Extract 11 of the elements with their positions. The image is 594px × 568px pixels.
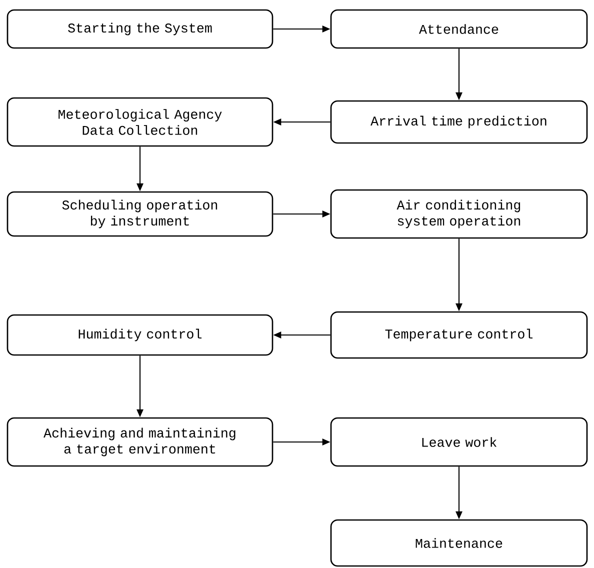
process-box: Scheduling operation by instrument (6, 191, 274, 237)
process-box: Starting the System (6, 9, 274, 49)
process-box: Meteorological Agency Data Collection (6, 97, 274, 147)
process-box: Temperature control (330, 311, 588, 359)
process-box: Attendance (330, 9, 588, 49)
process-box: Air conditioning system operation (330, 189, 588, 239)
process-box: Leave work (330, 417, 588, 467)
process-box: Maintenance (330, 519, 588, 567)
process-box: Arrival time prediction (330, 100, 588, 144)
process-box: Humidity control (6, 314, 274, 356)
process-box: Achieving and maintaining a target environment (6, 417, 274, 467)
